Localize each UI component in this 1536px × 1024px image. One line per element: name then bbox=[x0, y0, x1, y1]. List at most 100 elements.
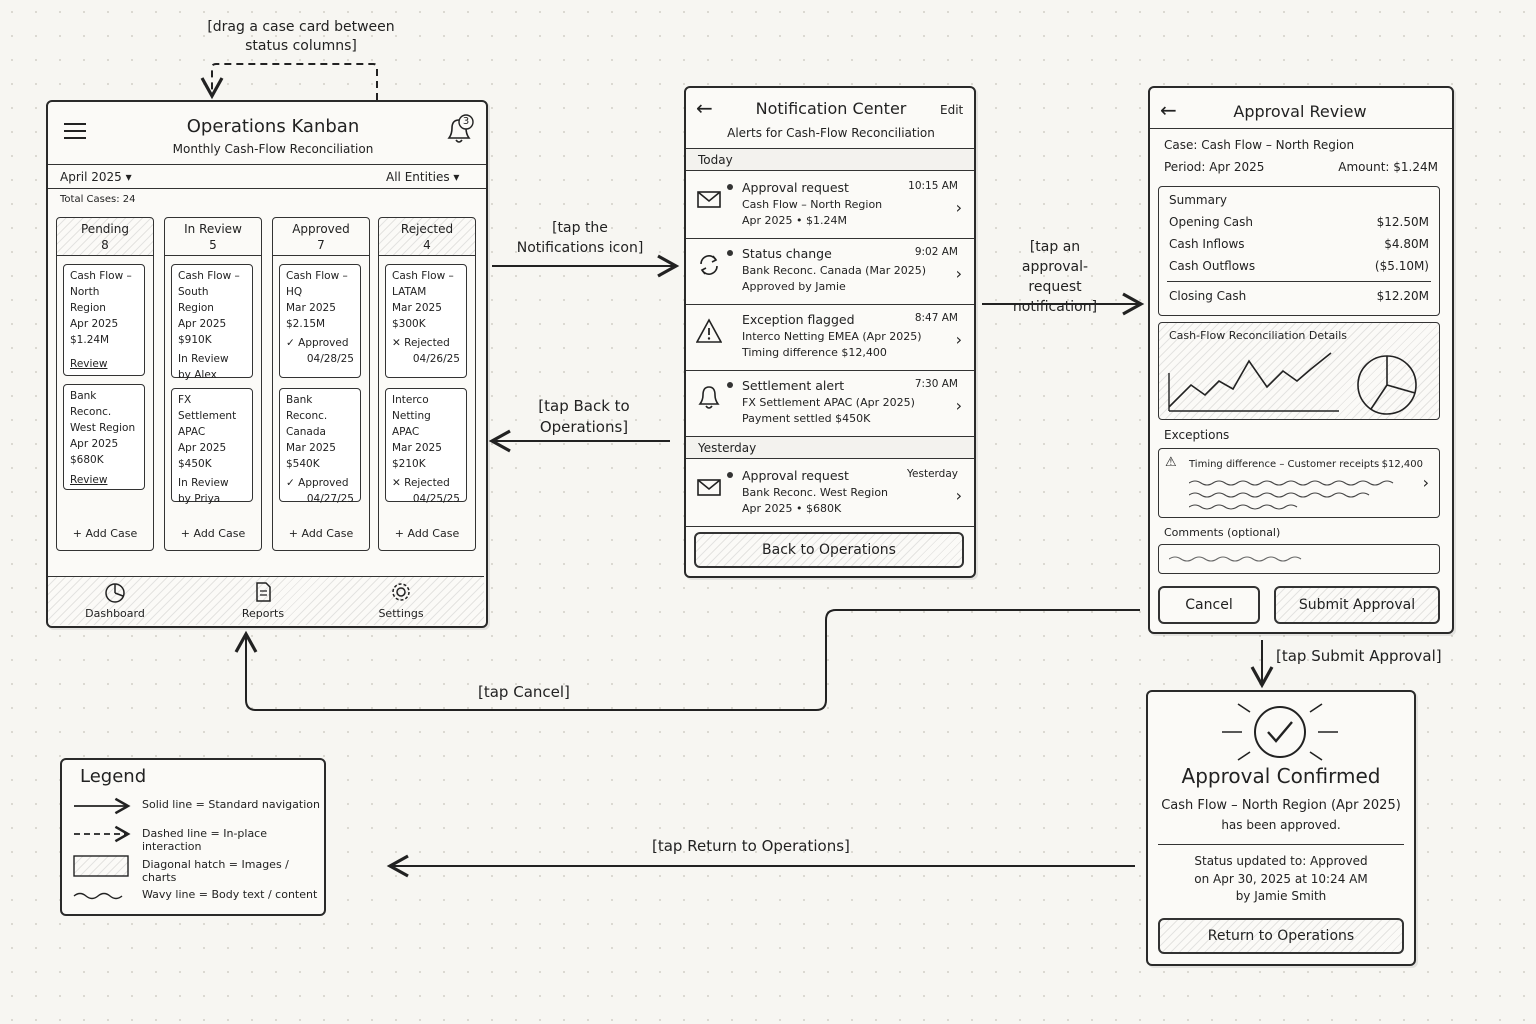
notification-item[interactable]: Status change 9:02 AM Bank Reconc. Canad… bbox=[686, 238, 974, 305]
add-case-button[interactable]: + Add Case bbox=[288, 527, 354, 540]
chevron-right-icon: › bbox=[955, 486, 962, 505]
legend-box: Legend Solid line = Standard navigation … bbox=[60, 758, 326, 916]
summary-label: Summary bbox=[1169, 193, 1227, 207]
cancel-button[interactable]: Cancel bbox=[1158, 586, 1260, 624]
status-line-3: by Jamie Smith bbox=[1235, 889, 1327, 903]
period-dropdown[interactable]: April 2025 ▾ bbox=[60, 170, 132, 184]
confirmed-line-2: has been approved. bbox=[1221, 818, 1341, 832]
notification-time: 10:15 AM bbox=[908, 180, 958, 192]
closing-row: Closing Cash$12.20M bbox=[1169, 289, 1429, 303]
unread-dot bbox=[727, 382, 733, 388]
entities-dropdown[interactable]: All Entities ▾ bbox=[386, 170, 459, 184]
notification-item[interactable]: Approval request Yesterday Bank Reconc. … bbox=[686, 460, 974, 527]
notification-detail: Apr 2025 • $680K bbox=[742, 502, 842, 515]
approval-confirmed-screen: Approval Confirmed Cash Flow – North Reg… bbox=[1146, 690, 1416, 966]
notification-item[interactable]: Settlement alert 7:30 AM FX Settlement A… bbox=[686, 370, 974, 437]
chevron-right-icon: › bbox=[955, 330, 962, 349]
unread-dot bbox=[727, 250, 733, 256]
mail-icon bbox=[696, 474, 722, 500]
annotation-tap-return: [tap Return to Operations] bbox=[652, 837, 850, 855]
exception-item[interactable]: ⚠ Timing difference – Customer receipts … bbox=[1158, 448, 1440, 518]
notification-subtitle: Alerts for Cash-Flow Reconciliation bbox=[727, 126, 935, 140]
entities-value: All Entities bbox=[386, 170, 450, 184]
column-count: 5 bbox=[209, 238, 217, 252]
notification-item[interactable]: Approval request 10:15 AM Cash Flow – No… bbox=[686, 172, 974, 239]
notification-detail: Payment settled $450K bbox=[742, 412, 871, 425]
gear-icon bbox=[392, 583, 410, 601]
summary-row: Opening Cash$12.50M bbox=[1169, 215, 1429, 229]
edit-button[interactable]: Edit bbox=[940, 103, 964, 117]
column-name: Pending bbox=[81, 222, 129, 236]
details-label: Cash-Flow Reconciliation Details bbox=[1169, 329, 1348, 342]
notification-detail: Bank Reconc. West Region bbox=[742, 486, 889, 499]
confirmed-line-1: Cash Flow – North Region (Apr 2025) bbox=[1161, 798, 1401, 813]
submit-approval-button[interactable]: Submit Approval bbox=[1274, 586, 1440, 624]
menu-icon[interactable] bbox=[64, 122, 86, 140]
annotation-tap-notifications: [tap the Notifications icon] bbox=[516, 220, 644, 256]
back-arrow-icon[interactable]: ← bbox=[696, 96, 713, 120]
amount-label: Amount: $1.24M bbox=[1338, 160, 1438, 174]
nav-settings[interactable]: Settings bbox=[366, 581, 436, 620]
notification-time: Yesterday bbox=[907, 468, 958, 480]
summary-box: Summary Opening Cash$12.50M Cash Inflows… bbox=[1158, 186, 1440, 316]
summary-row: Cash Outflows($5.10M) bbox=[1169, 259, 1429, 273]
add-case-button[interactable]: + Add Case bbox=[72, 527, 138, 540]
mail-icon bbox=[696, 186, 722, 212]
review-link[interactable]: Review bbox=[70, 358, 108, 370]
back-to-operations-button[interactable]: Back to Operations bbox=[694, 532, 964, 568]
add-case-button[interactable]: + Add Case bbox=[394, 527, 460, 540]
column-count: 8 bbox=[101, 238, 109, 252]
exception-amount: $12,400 bbox=[1381, 459, 1423, 470]
chevron-right-icon: › bbox=[955, 264, 962, 283]
notifications-bell-icon[interactable]: 3 bbox=[442, 114, 476, 146]
warning-icon: ⚠ bbox=[1165, 455, 1177, 470]
notification-detail: Cash Flow – North Region bbox=[742, 198, 883, 211]
drag-loop-arrow bbox=[200, 63, 378, 100]
pie-chart-icon bbox=[105, 583, 125, 603]
kanban-title: Operations Kanban bbox=[186, 116, 360, 137]
legend-item: Wavy line = Body text / content bbox=[142, 888, 318, 901]
nav-reports[interactable]: Reports bbox=[228, 581, 298, 620]
exceptions-label: Exceptions bbox=[1164, 428, 1230, 442]
notification-badge: 3 bbox=[462, 116, 470, 127]
notification-time: 9:02 AM bbox=[914, 246, 958, 258]
add-case-button[interactable]: + Add Case bbox=[180, 527, 246, 540]
back-arrow-icon[interactable]: ← bbox=[1160, 98, 1177, 122]
period-label: Period: Apr 2025 bbox=[1164, 160, 1265, 174]
status-line-2: on Apr 30, 2025 at 10:24 AM bbox=[1194, 872, 1368, 886]
notification-title-text: Status change bbox=[742, 246, 832, 261]
confirmed-title: Approval Confirmed bbox=[1181, 764, 1381, 788]
notification-item[interactable]: Exception flagged 8:47 AM Interco Nettin… bbox=[686, 304, 974, 371]
check-circle-icon bbox=[1222, 703, 1338, 761]
chevron-down-icon: ▾ bbox=[125, 170, 132, 184]
annotation-tap-submit: [tap Submit Approval] bbox=[1276, 647, 1442, 665]
notification-title-text: Approval request bbox=[742, 468, 849, 483]
bottom-nav: Dashboard Reports Settings bbox=[48, 576, 484, 625]
notification-time: 7:30 AM bbox=[914, 378, 958, 390]
review-link[interactable]: Review bbox=[70, 474, 108, 486]
notification-detail: FX Settlement APAC (Apr 2025) bbox=[742, 396, 915, 409]
column-count: 7 bbox=[317, 238, 325, 252]
column-name: Rejected bbox=[400, 222, 454, 236]
annotation-tap-back: [tap Back to Operations] bbox=[538, 397, 630, 436]
comments-label: Comments (optional) bbox=[1164, 526, 1281, 539]
notification-detail: Timing difference $12,400 bbox=[742, 346, 887, 359]
nav-dashboard[interactable]: Dashboard bbox=[80, 581, 150, 620]
comments-input[interactable] bbox=[1158, 544, 1440, 574]
return-to-operations-button[interactable]: Return to Operations bbox=[1158, 918, 1404, 954]
